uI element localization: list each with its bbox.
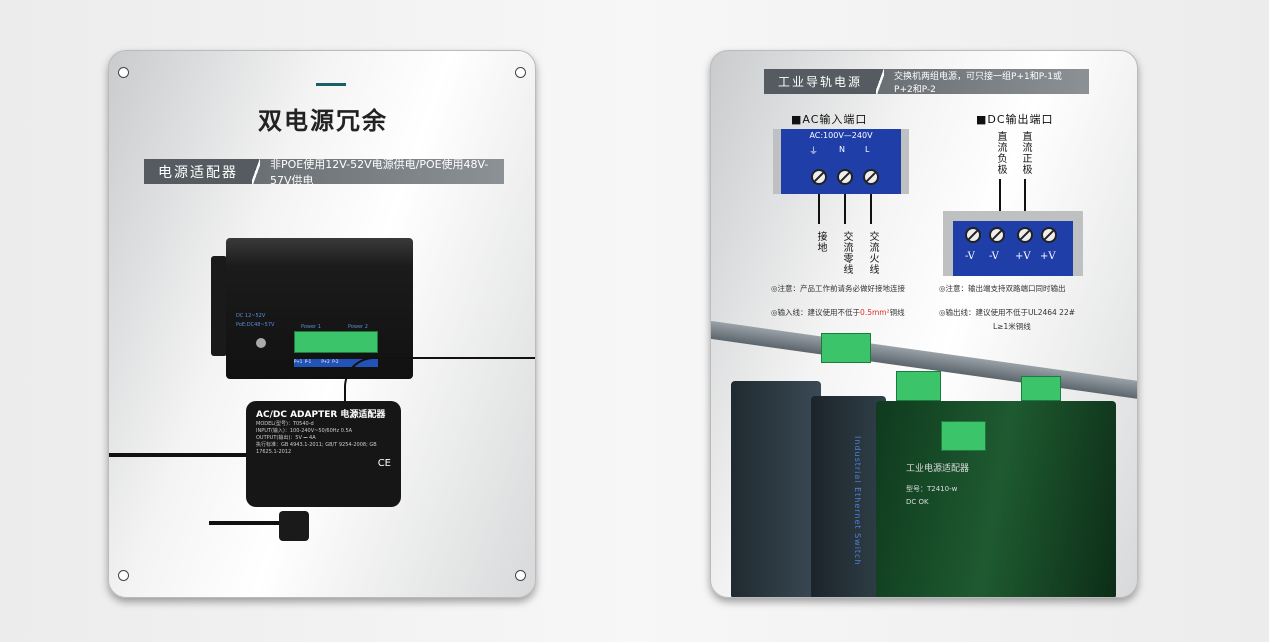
dc-label: 直流正极 [1020, 131, 1031, 175]
page-title: 双电源冗余 [258, 107, 388, 135]
device-label: Power 1 [301, 324, 321, 330]
arrow-up-icon [999, 179, 1001, 219]
switch-device: DC 12~52V PoE:DC48~57V Power 1 Power 2 P… [226, 238, 413, 379]
banner: 工业导轨电源 交换机两组电源，可只接一组P+1和P-1或P+2和P-2 [764, 69, 1089, 95]
arrow-down-icon [844, 194, 846, 224]
psu-model: 型号：T2410-w [906, 485, 958, 493]
device-label: Power 2 [348, 324, 368, 330]
title-accent-bar [316, 83, 346, 86]
ac-port: AC:100V—240V ⏚ N L [781, 129, 901, 194]
right-card: 工业导轨电源 交换机两组电源，可只接一组P+1和P-1或P+2和P-2 ■AC输… [710, 50, 1138, 598]
dc-wire-note: ◎输出线：建议使用不低于UL2464 22# [939, 308, 1076, 317]
plug-icon [279, 511, 309, 541]
ce-mark-icon: CE [377, 458, 391, 469]
ground-icon: ⏚ [809, 147, 819, 157]
ac-wire-note: ◎输入线：建议使用不低于0.5mm²铜线 [771, 307, 905, 318]
mount-hole [515, 67, 526, 78]
terminal-block [896, 371, 941, 401]
power-supply-unit: 工业电源适配器 型号：T2410-w DC OK [876, 401, 1116, 597]
screw-icon [965, 227, 981, 243]
dc-note: ◎注意：输出端支持双路端口同时输出 [939, 284, 1066, 293]
ground-screw-icon [256, 338, 266, 348]
ac-section-title: ■AC输入端口 [791, 113, 868, 126]
ac-label: 接地 [815, 231, 826, 253]
switch-unit [731, 381, 821, 597]
dc-section-title: ■DC输出端口 [976, 113, 1054, 126]
switch-label: Industrial Ethernet Switch [853, 436, 862, 566]
note-text: 铜线 [889, 308, 905, 317]
dc-port-frame: -V -V +V +V [943, 211, 1083, 276]
mount-hole [515, 570, 526, 581]
note-text: ◎输入线：建议使用不低于 [771, 308, 861, 317]
live-label: L [865, 145, 870, 154]
arrow-down-icon [818, 194, 820, 224]
terminal-block [294, 331, 378, 353]
dc-wire-note: L≥1米铜线 [993, 322, 1031, 331]
device-label: PoE:DC48~57V [236, 322, 275, 328]
arrow-up-icon [1024, 179, 1026, 219]
mount-hole [118, 67, 129, 78]
screw-icon [1041, 227, 1057, 243]
device-label: DC 12~52V [236, 313, 266, 319]
banner: 电源适配器 非POE使用12V-52V电源供电/POE使用48V-57V供电 [144, 158, 504, 187]
neutral-label: N [839, 145, 845, 154]
psu-dc-ok: DC OK [906, 498, 929, 506]
screw-icon [989, 227, 1005, 243]
adapter-input: INPUT(输入)：100-240V~50/60Hz 0.5A [256, 428, 353, 434]
terminal-block [941, 421, 986, 451]
banner-text: 交换机两组电源，可只接一组P+1和P-1或P+2和P-2 [884, 69, 1089, 95]
ac-voltage: AC:100V—240V [809, 131, 873, 140]
dc-label: 直流负极 [995, 131, 1006, 175]
mount-hole [118, 570, 129, 581]
banner-text: 非POE使用12V-52V电源供电/POE使用48V-57V供电 [260, 158, 504, 187]
cable [109, 453, 249, 457]
ac-label: 交流火线 [867, 231, 878, 275]
adapter-output: OUTPUT(输出)：5V ⎓ 4A [256, 435, 316, 441]
note-highlight: 0.5mm² [860, 308, 890, 317]
screw-icon [837, 169, 853, 185]
terminal-block [821, 333, 871, 363]
screw-icon [1017, 227, 1033, 243]
screw-icon [811, 169, 827, 185]
banner-label: 工业导轨电源 [764, 69, 877, 94]
dc-terminal: +V [1015, 251, 1031, 262]
cable [209, 521, 299, 525]
ac-note: ◎注意：产品工作前请务必做好接地连接 [771, 284, 906, 293]
ac-port-frame: AC:100V—240V ⏚ N L [773, 129, 909, 194]
dc-terminal: -V [989, 251, 999, 262]
banner-label: 电源适配器 [144, 159, 252, 184]
terminal-labels: P+1 P-1 P+2 P-2 [294, 359, 378, 367]
dc-terminal: -V [965, 251, 975, 262]
dc-terminal: +V [1040, 251, 1056, 262]
psu-label: 工业电源适配器 [906, 464, 970, 474]
adapter-model: MODEL(型号)：T0540-d [256, 421, 314, 427]
switch-unit: Industrial Ethernet Switch [811, 396, 886, 597]
screw-icon [863, 169, 879, 185]
terminal-block [1021, 376, 1061, 401]
cable [344, 357, 535, 407]
adapter-title: AC/DC ADAPTER 电源适配器 [256, 410, 386, 420]
ac-label: 交流零线 [841, 231, 852, 275]
arrow-down-icon [870, 194, 872, 224]
power-adapter: AC/DC ADAPTER 电源适配器 MODEL(型号)：T0540-d IN… [246, 401, 401, 507]
adapter-standard: 执行标准：GB 4943.1-2011; GB/T 9254-2008; GB … [256, 442, 377, 455]
left-card: 双电源冗余 电源适配器 非POE使用12V-52V电源供电/POE使用48V-5… [108, 50, 536, 598]
din-clip [211, 256, 227, 356]
